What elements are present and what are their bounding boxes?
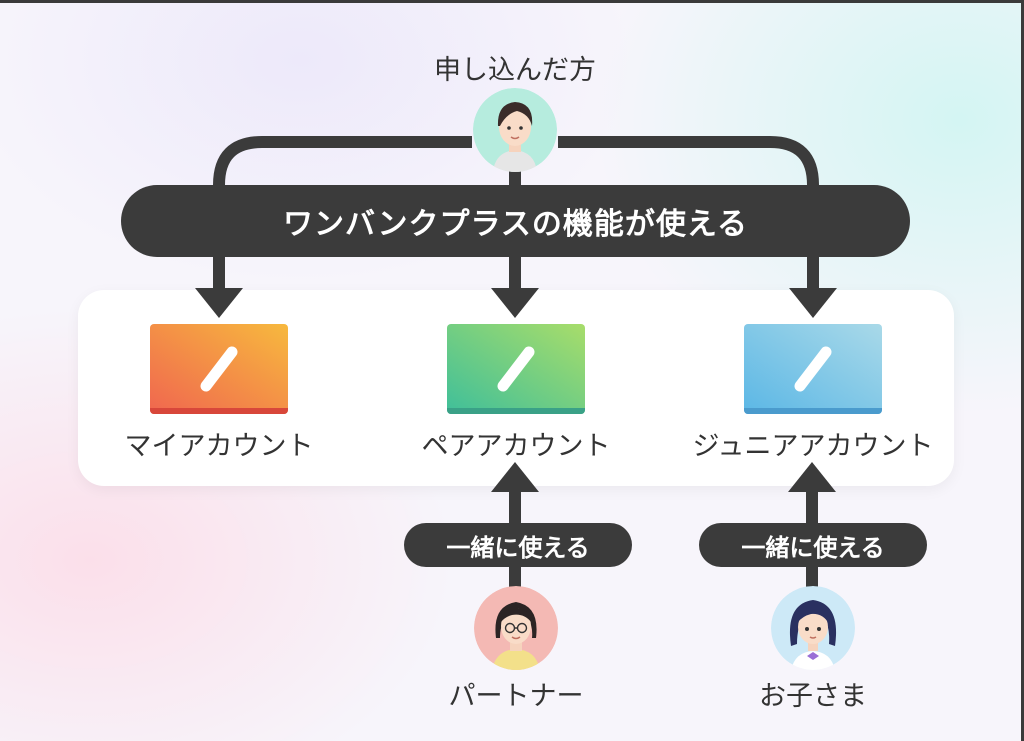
partner-label: パートナー (448, 681, 584, 712)
pen-icon (150, 324, 288, 414)
connector-right-bracket (558, 136, 819, 290)
pen-icon (447, 324, 585, 414)
my-account-card (150, 324, 288, 414)
partner-shared-pill: 一緒に使える (404, 523, 632, 567)
features-banner: ワンバンクプラスの機能が使える (121, 185, 910, 257)
junior-account-label: ジュニアアカウント (692, 431, 934, 462)
child-avatar-icon (771, 586, 855, 670)
applicant-avatar-icon (473, 88, 557, 172)
junior-account-card-bar (744, 408, 882, 414)
child-shared-pill: 一緒に使える (699, 523, 927, 567)
connector-left-bracket (213, 136, 472, 290)
partner-avatar-icon (474, 586, 558, 670)
arrowhead-up-partner (491, 462, 539, 492)
my-account-label: マイアカウント (124, 431, 314, 462)
frame-right-border (1021, 0, 1024, 741)
pair-account-card (447, 324, 585, 414)
pair-account-label: ペアアカウント (421, 431, 611, 462)
arrowhead-down-right (789, 288, 837, 318)
applicant-label: 申し込んだ方 (434, 55, 596, 86)
pen-icon (744, 324, 882, 414)
arrowhead-up-child (788, 462, 836, 492)
pair-account-card-bar (447, 408, 585, 414)
arrowhead-down-center (491, 288, 539, 318)
my-account-card-bar (150, 408, 288, 414)
arrowhead-down-left (195, 288, 243, 318)
junior-account-card (744, 324, 882, 414)
child-label: お子さま (759, 681, 867, 712)
frame-top-border (0, 0, 1024, 3)
